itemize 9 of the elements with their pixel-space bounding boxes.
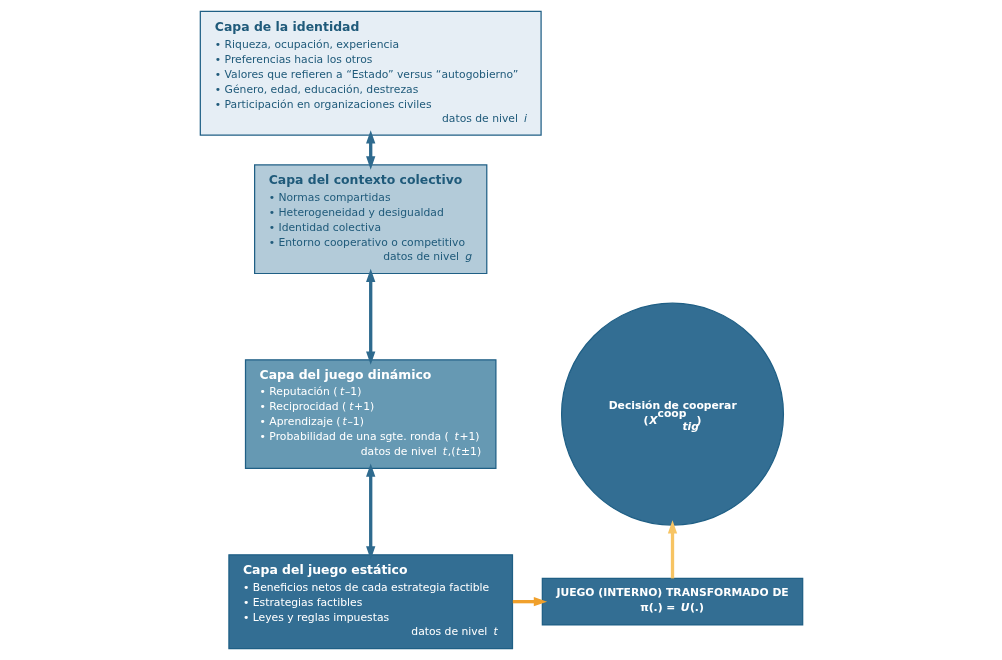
arrow bbox=[667, 520, 677, 579]
arrow bbox=[365, 268, 375, 365]
node-box: Capa de la identidad • Riqueza, ocupación, experiencia • Preferencias hacia los otros • Valores que refieren a “Estado” versus “autogobierno” • Género, edad, educación, destrezas • Participación en organizaciones civiles datos de nivel i bbox=[199, 10, 542, 136]
node-box: JUEGO (INTERNO) TRANSFORMADO DE π(.) = U(.) bbox=[541, 577, 803, 626]
node-box: Capa del juego estático • Beneficios netos de cada estrategia factible • Estrategias factibles • Leyes y reglas impuestas datos de nivel t bbox=[227, 554, 513, 650]
node-box: Capa del juego dinámico • Reputación (t–1) • Reciprocidad (t+1) • Aprendizaje (t–1) • Probabilidad de una sgte. ronda (t+1) datos de nivel t,(t±1) bbox=[244, 359, 496, 470]
node-box: Capa del contexto colectivo • Normas compartidas • Heterogeneidad y desigualdad • Identidad colectiva • Entorno cooperativo o competitivo datos de nivel g bbox=[253, 164, 487, 275]
arrow bbox=[365, 463, 375, 560]
arrow bbox=[512, 597, 547, 607]
